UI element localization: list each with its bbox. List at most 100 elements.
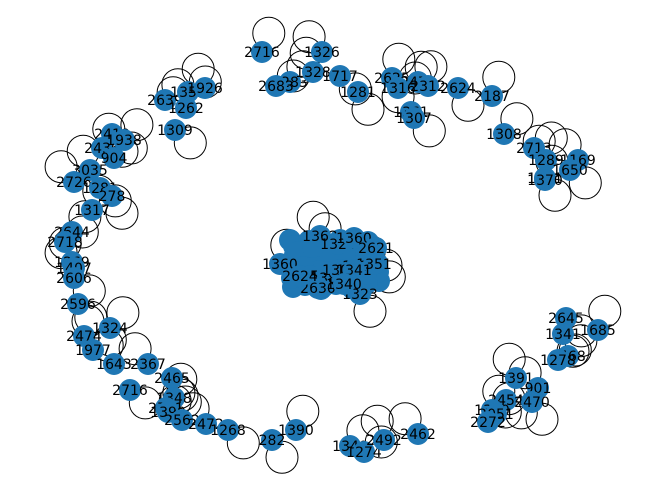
- node-label: 1938: [106, 133, 142, 149]
- node-label: 1360: [262, 257, 298, 273]
- cluster-node: 1351: [356, 253, 392, 275]
- self-loop-edge: [388, 402, 422, 436]
- cluster-node: 2630: [300, 277, 336, 299]
- node-label: 2683: [258, 79, 294, 95]
- ring-node: 1643: [96, 353, 132, 375]
- node-marker: [521, 391, 543, 413]
- node-marker: [113, 129, 135, 151]
- node-marker: [289, 265, 311, 287]
- node-marker: [477, 411, 499, 433]
- cluster-node: 1340: [326, 273, 362, 295]
- node-marker: [505, 367, 527, 389]
- self-loop-edge: [500, 102, 534, 136]
- node-label: 2472: [188, 417, 224, 433]
- node-marker: [353, 441, 375, 463]
- node-marker: [217, 419, 239, 441]
- ring-node: 2470: [514, 391, 550, 413]
- node-marker: [99, 317, 121, 339]
- ring-node: 2716: [112, 379, 148, 401]
- node-label: 2630: [300, 281, 336, 297]
- node-label: 1328: [295, 65, 331, 81]
- node-label: 1977: [75, 343, 111, 359]
- ring-node: 2462: [400, 423, 436, 445]
- node-label: 1307: [396, 111, 432, 127]
- node-label: 2606: [56, 271, 92, 287]
- node-label: 2726: [56, 175, 92, 191]
- node-marker: [329, 65, 351, 87]
- node-label: 1289: [528, 153, 564, 169]
- ring-node: 278: [99, 185, 125, 207]
- node-label: 2639: [147, 93, 183, 109]
- ring-node: 2312: [410, 75, 446, 97]
- ring-node: 2187: [474, 85, 510, 107]
- node-marker: [365, 237, 387, 259]
- node-marker: [481, 85, 503, 107]
- node-marker: [307, 277, 329, 299]
- node-marker: [534, 169, 556, 191]
- node-marker: [82, 339, 104, 361]
- node-marker: [311, 41, 333, 63]
- ring-node: 1328: [295, 61, 331, 83]
- node-label: 1268: [210, 423, 246, 439]
- ring-node: 1359: [170, 81, 206, 103]
- self-loop-edge: [412, 114, 446, 148]
- ring-node: 1308: [486, 123, 522, 145]
- node-marker: [81, 199, 103, 221]
- node-label: 2272: [470, 415, 506, 431]
- node-marker: [343, 227, 365, 249]
- node-marker: [177, 81, 199, 103]
- node-label: 1317: [74, 203, 110, 219]
- self-loop-edge: [338, 72, 372, 106]
- node-label: 1316: [380, 81, 416, 97]
- ring-node: 1390: [278, 419, 314, 441]
- node-marker: [79, 159, 101, 181]
- node-marker: [269, 253, 291, 275]
- ring-node: 1324: [92, 317, 128, 339]
- node-label: 2187: [474, 89, 510, 105]
- ring-node: 2596: [60, 293, 96, 315]
- node-marker: [302, 61, 324, 83]
- node-label: 1326: [304, 45, 340, 61]
- node-marker: [407, 423, 429, 445]
- self-loop-edge: [44, 150, 78, 184]
- ring-node: 1278: [540, 349, 576, 371]
- node-label: 1360: [336, 231, 372, 247]
- ring-node: 2562: [164, 409, 200, 431]
- node-label: 1650: [552, 163, 588, 179]
- self-loop-edge: [120, 108, 154, 142]
- node-marker: [403, 107, 425, 129]
- node-label: 1278: [540, 353, 576, 369]
- node-marker: [559, 159, 581, 181]
- node-label: 1926: [187, 81, 223, 97]
- node-marker: [547, 349, 569, 371]
- node-marker: [447, 77, 469, 99]
- node-marker: [161, 367, 183, 389]
- node-label: 2621: [358, 241, 394, 257]
- node-marker: [373, 429, 395, 451]
- ring-node: 1268: [210, 419, 246, 441]
- node-label: 1309: [157, 123, 193, 139]
- self-loop-edge: [68, 200, 102, 234]
- ring-node: 1326: [304, 41, 340, 63]
- ring-node: 1307: [396, 107, 432, 129]
- self-loop-edge: [98, 184, 132, 218]
- node-marker: [195, 413, 217, 435]
- ring-node: 1281: [340, 81, 376, 103]
- node-label: 2716: [244, 45, 280, 61]
- ring-node: 1309: [157, 119, 193, 141]
- ring-node: 1341: [545, 323, 581, 345]
- node-label: 1308: [486, 127, 522, 143]
- node-label: 1324: [92, 321, 128, 337]
- cluster-node: 2624: [282, 265, 318, 287]
- ring-node: 2624: [440, 77, 476, 99]
- cluster-node: 1360: [262, 253, 298, 275]
- node-marker: [101, 185, 123, 207]
- ring-node: 1370: [527, 169, 563, 191]
- node-marker: [194, 77, 216, 99]
- node-label: 2718: [47, 235, 83, 251]
- node-label: 1370: [527, 173, 563, 189]
- self-loop-edge: [118, 332, 152, 366]
- ring-node: 1926: [187, 77, 223, 99]
- node-label: 2462: [400, 427, 436, 443]
- ring-node: 2472: [188, 413, 224, 435]
